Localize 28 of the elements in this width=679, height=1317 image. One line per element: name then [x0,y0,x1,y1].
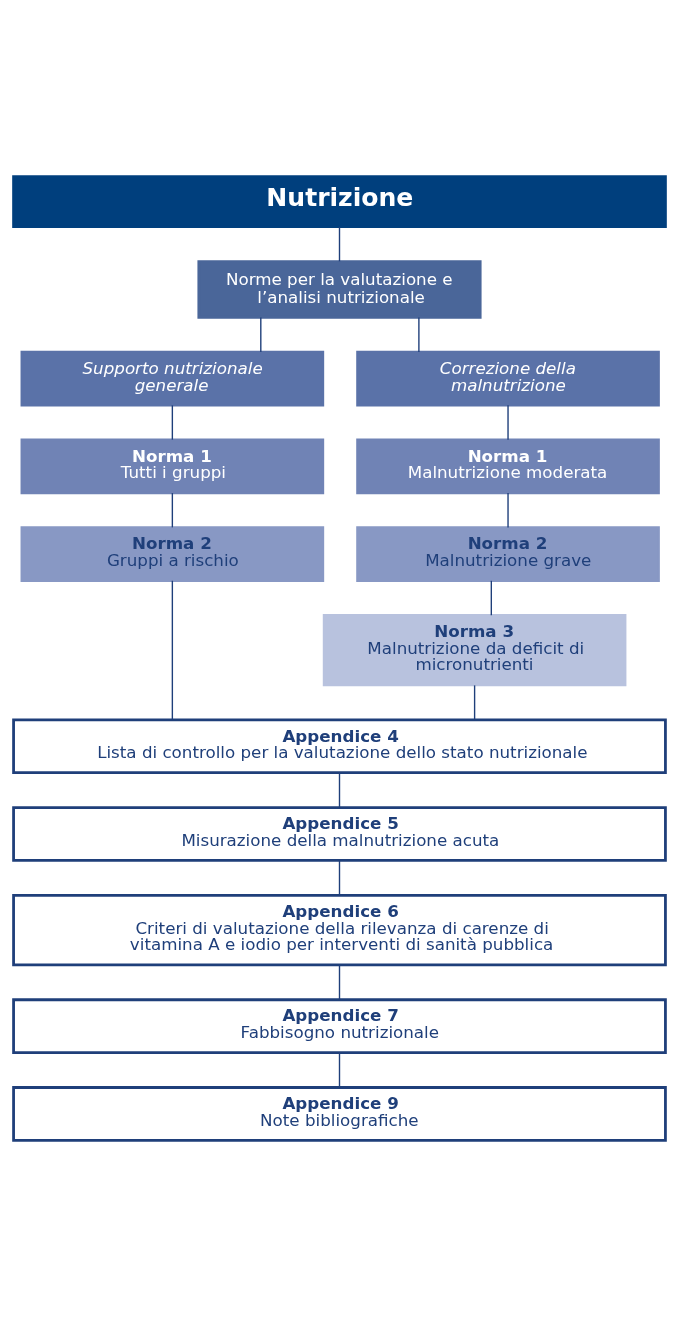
node-box: Norma 1 Malnutrizione moderata [356,438,660,495]
connector [338,1052,341,1088]
node-box: Correzione della malnutrizione [356,350,660,407]
node-box: Appendice 6 Criteri di valutazione della rilevanza di carenze di vitamina A e iodio per interventi di sanità pubblica [12,893,667,967]
connector [507,404,509,441]
connector [260,316,262,353]
node-box: Norma 2 Gruppi a rischio [20,526,325,582]
node-box: Norma 1 Tutti i gruppi [20,438,325,495]
node-box: Appendice 9 Note bibliografiche [12,1086,667,1142]
node-box: Supporto nutrizionale generale [20,350,325,407]
connector [507,492,509,529]
node-box: Norma 2 Malnutrizione grave [356,526,660,582]
connector [171,404,174,441]
connector [490,580,492,616]
connector [338,772,341,809]
node-box: Nutrizione [12,175,667,229]
node-box: Appendice 7 Fabbisogno nutrizionale [12,998,667,1055]
node-box: Appendice 5 Misurazione della malnutrizione acuta [12,806,667,862]
node-box: Norma 3 Malnutrizione da deficit di micronutrienti [322,613,627,687]
connector [473,684,476,721]
connector [171,580,174,721]
connector [338,860,341,896]
connector [171,492,174,529]
node-box: Norme per la valutazione e l’analisi nutrizionale [197,260,482,319]
connector [338,226,341,262]
connector [338,964,341,1001]
connector [418,316,420,353]
node-box: Appendice 4 Lista di controllo per la valutazione dello stato nutrizionale [12,718,667,775]
